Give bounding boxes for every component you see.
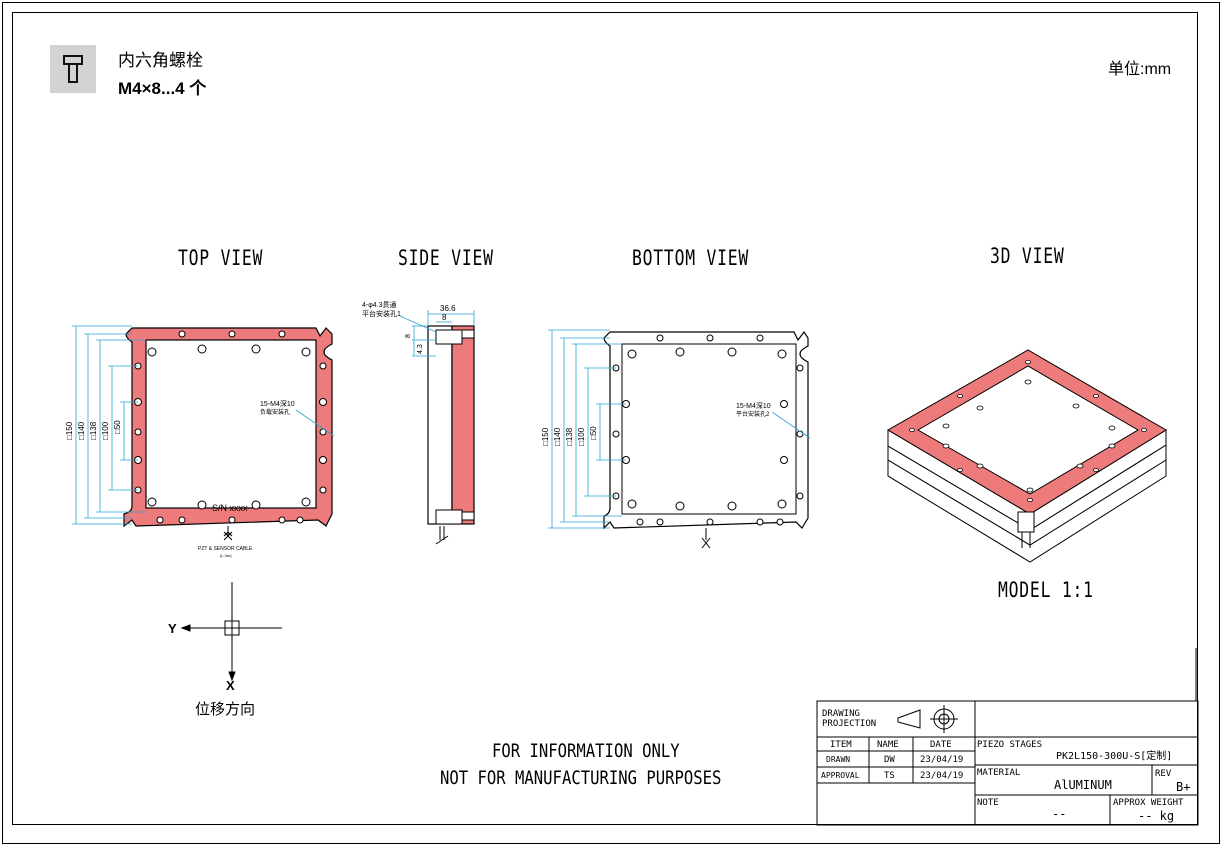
bottom-callout-2: 平台安装孔2: [736, 410, 770, 418]
row1-date: 23/04/19: [920, 755, 963, 765]
projection-label-1: DRAWING: [822, 709, 860, 719]
side-dim-width: 36.6: [440, 304, 456, 313]
col-date: DATE: [930, 740, 952, 750]
col-item: ITEM: [830, 740, 852, 750]
side-dim-v1: 8: [405, 334, 412, 338]
row2-date: 23/04/19: [920, 771, 963, 781]
drawing-inner-border: [12, 12, 1198, 825]
side-view: 4-φ4.3贯通 平台安装孔1 36.6 8 8 4.3: [362, 300, 475, 545]
top-dim-50: □50: [113, 420, 122, 434]
rev-label: REV: [1155, 769, 1172, 779]
material-value: AlUMINUM: [1054, 778, 1112, 792]
side-red-plate: [451, 325, 475, 525]
top-dim-150: □150: [65, 421, 74, 440]
hex-bolt-icon: [50, 45, 96, 93]
top-dim-140: □140: [77, 421, 86, 440]
row2-name: TS: [884, 771, 895, 781]
fastener-name: 内六角螺栓: [118, 51, 203, 70]
bottom-dim-140: □140: [553, 427, 562, 446]
top-callout-1: 15-M4深10: [260, 399, 295, 408]
bottom-cable-icon: [701, 528, 711, 549]
row2-item: APPROVAL: [821, 771, 860, 780]
direction-caption: 位移方向: [195, 701, 256, 718]
unit-label: 单位:mm: [1108, 61, 1172, 78]
bottom-inner-outline: [621, 343, 797, 515]
side-dim-v2: 4.3: [417, 344, 424, 354]
cable-connector-icon: [223, 526, 233, 541]
part-number: PK2L150-300U-S[定制]: [1056, 749, 1172, 762]
x-axis-label: X: [226, 678, 235, 693]
displacement-axes: [180, 582, 282, 682]
y-axis-label: Y: [168, 621, 177, 636]
title-block: [816, 648, 1199, 826]
note-label: NOTE: [977, 798, 999, 808]
top-dim-138: □138: [89, 421, 98, 440]
bottom-dim-50: □50: [589, 426, 598, 440]
cable-length: (L.3m): [220, 553, 232, 558]
side-callout-1: 4-φ4.3贯通: [362, 300, 397, 309]
rev-value: B+: [1176, 780, 1190, 794]
fastener-quantity: M4×8...4 个: [118, 79, 207, 98]
bottom-dim-100: □100: [577, 427, 586, 446]
top-callout-2: 负载安装孔: [260, 408, 290, 416]
cable-label: PZT & SENSOR CABLE: [198, 546, 253, 552]
model-scale-label: MODEL 1:1: [998, 578, 1094, 602]
iso-inner-window: [916, 365, 1139, 495]
iso-view: [887, 349, 1167, 563]
weight-value: -- kg: [1138, 809, 1174, 823]
top-serial: S/N xxxx: [212, 503, 248, 513]
bottom-dim-138: □138: [565, 427, 574, 446]
note-value: --: [1052, 807, 1066, 821]
top-view-dimensions: [72, 325, 335, 525]
side-dim-inner: 8: [442, 313, 447, 322]
bottom-callout-1: 15-M4深10: [736, 401, 771, 410]
row1-name: DW: [884, 755, 895, 765]
bottom-dim-150: □150: [541, 427, 550, 446]
top-dim-100: □100: [101, 421, 110, 440]
row1-item: DRAWN: [826, 755, 850, 764]
top-view: □150 □140 □138 □100 □50 15-M4深10 负载安装孔 S…: [65, 325, 335, 558]
projection-label-2: PROJECTION: [822, 719, 876, 729]
projection-symbol-icon: [897, 705, 958, 733]
weight-label: APPROX WEIGHT: [1113, 798, 1184, 808]
disclaimer-line-2: NOT FOR MANUFACTURING PURPOSES: [440, 767, 722, 789]
bottom-view: □150 □140 □138 □100 □50 15-M4深10 平台安装孔2: [541, 329, 811, 549]
side-view-title: SIDE VIEW: [398, 246, 494, 270]
col-name: NAME: [877, 740, 899, 750]
disclaimer-line-1: FOR INFORMATION ONLY: [492, 740, 680, 762]
material-label: MATERIAL: [977, 768, 1020, 778]
bottom-view-title: BOTTOM VIEW: [632, 246, 750, 270]
top-view-inner-window: [145, 339, 317, 509]
iso-view-title: 3D VIEW: [990, 244, 1065, 268]
top-view-title: TOP VIEW: [178, 246, 264, 270]
category-label: PIEZO STAGES: [977, 740, 1042, 750]
bottom-view-dimensions: [548, 329, 811, 529]
side-callout-2: 平台安装孔1: [362, 309, 401, 318]
